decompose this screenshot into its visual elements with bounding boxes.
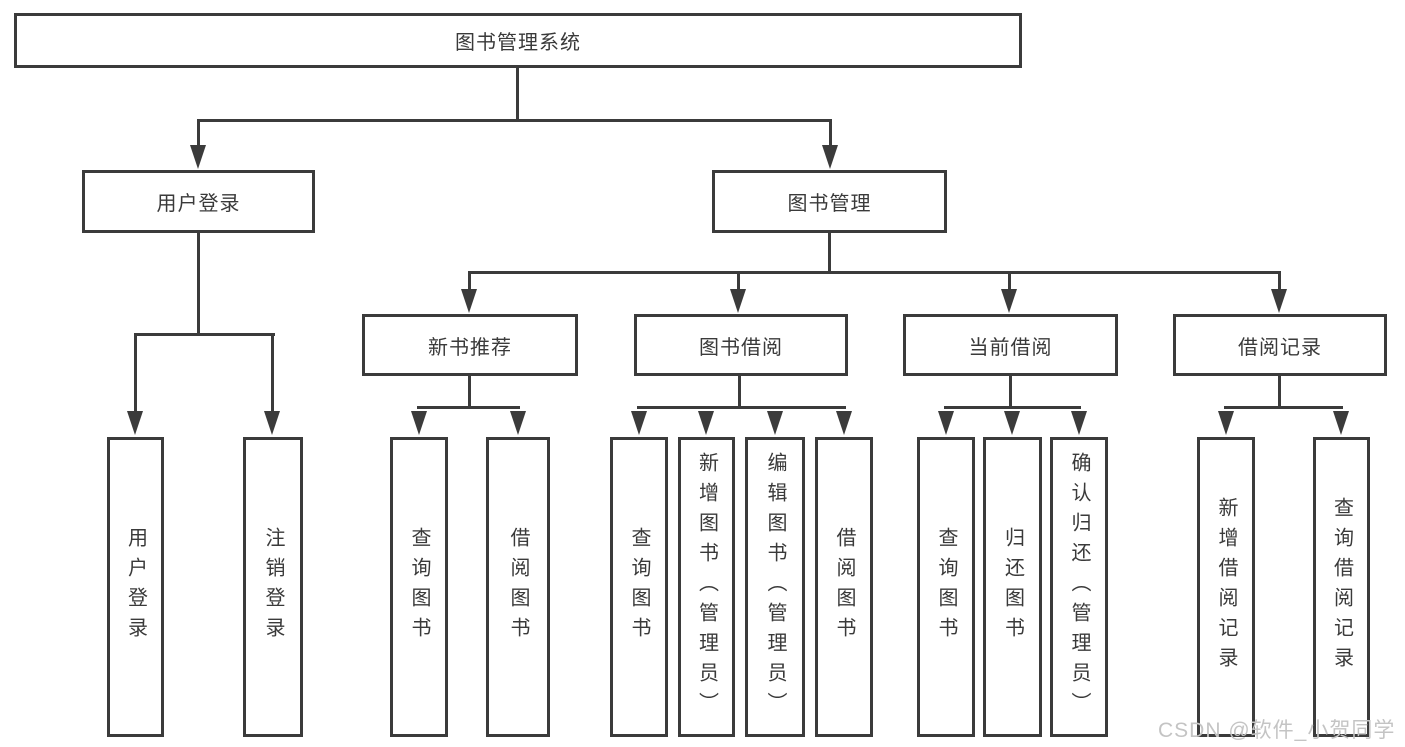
connector-line: [417, 406, 520, 409]
connector-line: [828, 233, 831, 273]
node-label: 归还图书: [1001, 527, 1024, 647]
leaf-query-books-borrow: 查询图书: [610, 437, 668, 737]
node-label: 借阅记录: [1238, 336, 1322, 359]
arrowhead-down: [411, 411, 427, 435]
node-label: 借阅图书: [507, 527, 529, 647]
leaf-add-borrow-record: 新增借阅记录: [1197, 437, 1255, 737]
arrowhead-down: [461, 289, 477, 313]
leaf-add-books-admin: 新增图书（管理员）: [678, 437, 735, 737]
connector-line: [1008, 271, 1011, 291]
connector-line: [1278, 376, 1281, 409]
node-borrowing-records: 借阅记录: [1173, 314, 1387, 376]
connector-line: [271, 333, 274, 412]
arrowhead-down: [767, 411, 783, 435]
arrowhead-down: [190, 145, 206, 169]
connector-line: [1224, 406, 1343, 409]
connector-line: [637, 406, 846, 409]
arrowhead-down: [698, 411, 714, 435]
arrowhead-down: [631, 411, 647, 435]
connector-line: [197, 119, 832, 122]
leaf-user-login: 用户登录: [107, 437, 164, 737]
node-label: 用户登录: [156, 193, 241, 215]
connector-line: [134, 333, 275, 336]
connector-line: [1009, 376, 1012, 409]
leaf-edit-books-admin: 编辑图书（管理员）: [745, 437, 805, 737]
arrowhead-down: [822, 145, 838, 169]
arrowhead-down: [1001, 289, 1017, 313]
node-label: 图书管理系统: [455, 32, 581, 54]
connector-line: [197, 233, 200, 336]
arrowhead-down: [1271, 289, 1287, 313]
connector-line: [737, 271, 740, 291]
connector-line: [468, 271, 1281, 274]
leaf-confirm-return-admin: 确认归还（管理员）: [1050, 437, 1108, 737]
node-label: 新增借阅记录: [1215, 497, 1237, 677]
arrowhead-down: [127, 411, 143, 435]
node-label: 查询借阅记录: [1330, 497, 1353, 677]
node-label: 查询图书: [408, 527, 430, 647]
connector-line: [134, 333, 137, 412]
node-label: 查询图书: [628, 527, 650, 647]
connector-line: [468, 271, 471, 291]
arrowhead-down: [1004, 411, 1020, 435]
connector-line: [944, 406, 1081, 409]
node-label: 查询图书: [935, 527, 957, 647]
node-label: 借阅图书: [833, 527, 855, 647]
node-label: 新增图书（管理员）: [695, 452, 718, 722]
leaf-borrow-books: 借阅图书: [815, 437, 873, 737]
arrowhead-down: [264, 411, 280, 435]
node-label: 图书管理: [787, 193, 872, 215]
node-book-borrowing: 图书借阅: [634, 314, 848, 376]
node-label: 用户登录: [124, 527, 147, 647]
arrowhead-down: [1071, 411, 1087, 435]
csdn-watermark: CSDN @软件_小贺同学: [1158, 719, 1396, 742]
connector-line: [829, 119, 832, 147]
leaf-borrow-books-recommend: 借阅图书: [486, 437, 550, 737]
leaf-return-books: 归还图书: [983, 437, 1042, 737]
leaf-query-books-current: 查询图书: [917, 437, 975, 737]
arrowhead-down: [730, 289, 746, 313]
node-label: 当前借阅: [968, 336, 1053, 359]
leaf-logout: 注销登录: [243, 437, 303, 737]
node-label: 确认归还（管理员）: [1068, 452, 1090, 722]
arrowhead-down: [1218, 411, 1234, 435]
node-label: 图书借阅: [699, 336, 783, 359]
node-new-book-recommendation: 新书推荐: [362, 314, 578, 376]
arrowhead-down: [836, 411, 852, 435]
node-root-library-system: 图书管理系统: [14, 13, 1022, 68]
connector-line: [468, 376, 471, 409]
connector-line: [197, 119, 200, 147]
connector-line: [1278, 271, 1281, 291]
connector-line: [516, 68, 519, 120]
leaf-query-books-recommend: 查询图书: [390, 437, 448, 737]
node-label: 新书推荐: [428, 336, 512, 359]
arrowhead-down: [938, 411, 954, 435]
node-book-management: 图书管理: [712, 170, 947, 233]
connector-line: [738, 376, 741, 409]
node-user-login: 用户登录: [82, 170, 315, 233]
arrowhead-down: [510, 411, 526, 435]
arrowhead-down: [1333, 411, 1349, 435]
node-label: 编辑图书（管理员）: [764, 452, 786, 722]
leaf-query-borrow-record: 查询借阅记录: [1313, 437, 1370, 737]
node-current-borrowing: 当前借阅: [903, 314, 1118, 376]
node-label: 注销登录: [262, 527, 284, 647]
